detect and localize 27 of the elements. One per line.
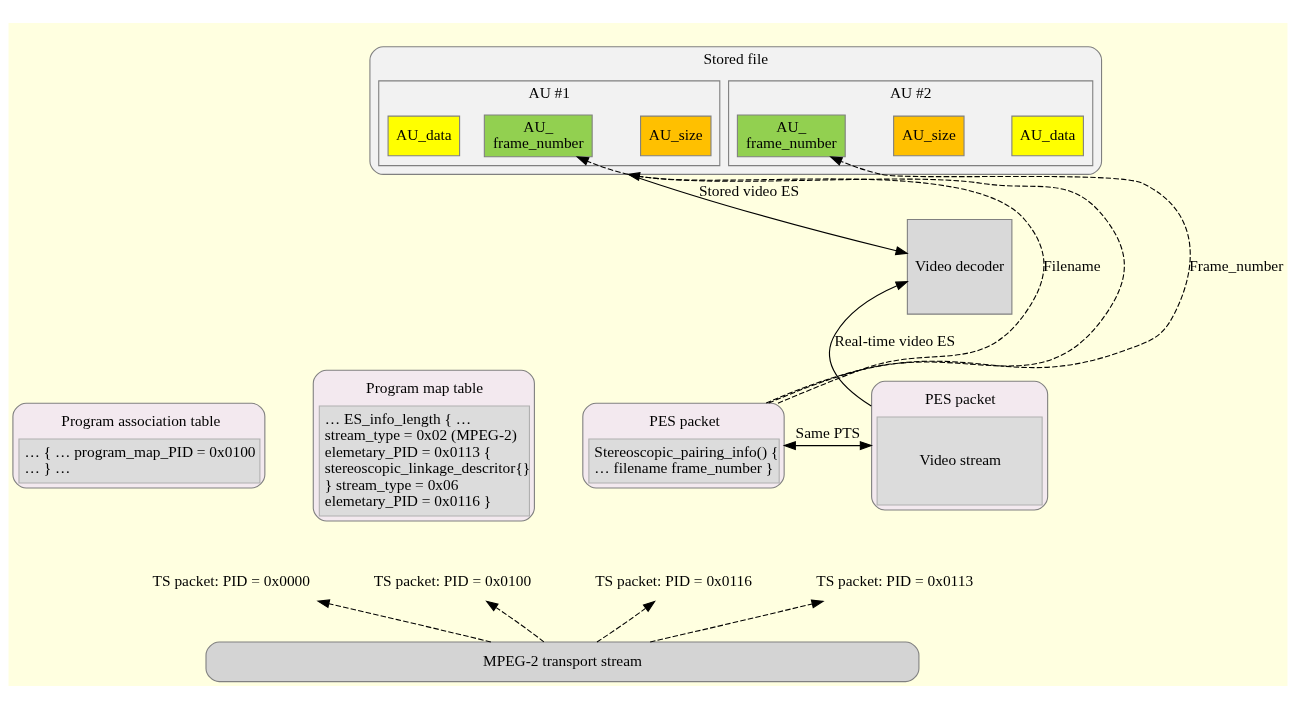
arrow <box>765 155 1191 404</box>
node-text: TS packet: PID = 0x0116 <box>595 571 753 589</box>
node-box: AU_ frame_number <box>736 113 846 157</box>
edge-label: Frame_number <box>1189 256 1284 274</box>
arrow <box>829 280 909 407</box>
edge-label: Same PTS <box>795 423 861 441</box>
node-text: TS packet: PID = 0x0113 <box>816 571 974 589</box>
arrow <box>575 155 1125 404</box>
node-box: AU_ frame_number <box>483 113 593 157</box>
node-box: MPEG-2 transport stream <box>205 640 920 682</box>
edge-label: Stored video ES <box>698 181 799 199</box>
arrow <box>649 599 825 642</box>
arrow <box>627 173 909 255</box>
edge-label: Filename <box>1043 256 1101 274</box>
node-box: AU_data <box>387 115 461 156</box>
node-box: AU_size <box>640 115 712 156</box>
arrow <box>782 440 873 450</box>
edge-label: Real-time video ES <box>834 331 955 349</box>
node-text: TS packet: PID = 0x0000 <box>152 571 311 589</box>
node-text: TS packet: PID = 0x0100 <box>373 571 532 589</box>
node-box: AU_data <box>1011 115 1084 156</box>
arrow <box>626 171 1045 404</box>
arrow <box>485 599 545 642</box>
arrow <box>316 598 492 642</box>
arrow <box>596 600 656 642</box>
node-box: Video decoder <box>906 218 1013 315</box>
node-box: AU_size <box>893 115 965 156</box>
